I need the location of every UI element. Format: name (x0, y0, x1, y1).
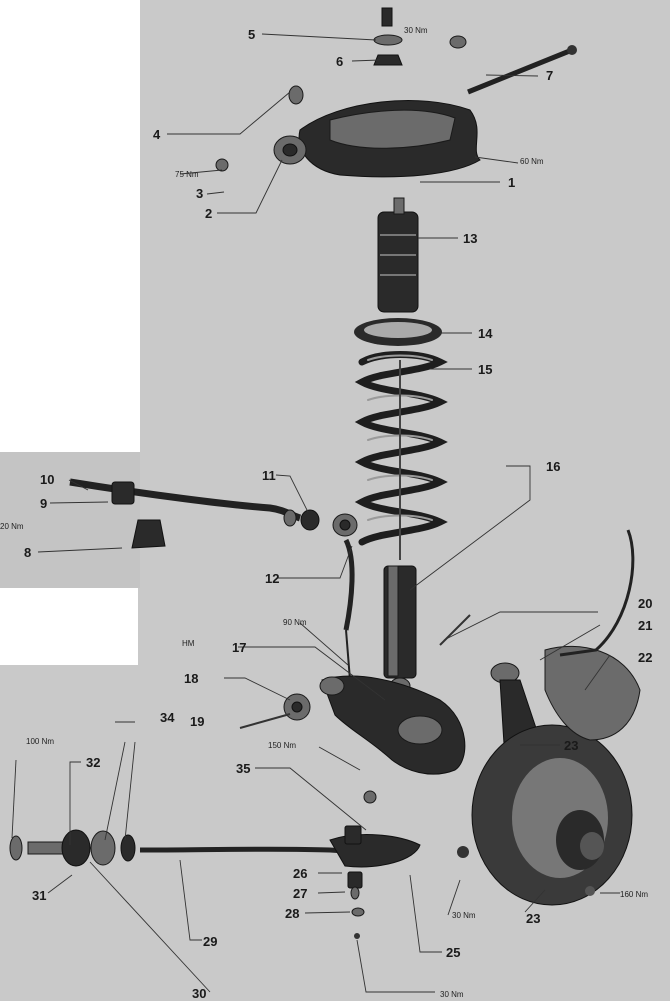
torque-label-arm: 60 Nm (520, 157, 544, 166)
spring-seat (354, 318, 442, 346)
part-label-10: 10 (40, 472, 54, 487)
part-label-14: 14 (478, 326, 493, 341)
torque-label-link: 90 Nm (283, 618, 307, 627)
part-label-33: 32 (86, 755, 100, 770)
marker-hm: HM (182, 639, 195, 648)
part-label-3: 3 (196, 186, 203, 201)
torque-label-hub: 160 Nm (620, 890, 648, 899)
part-label-25: 23 (526, 911, 540, 926)
upper-control-arm (273, 99, 481, 178)
part-label-26: 25 (446, 945, 460, 960)
anti-roll-bar (69, 478, 358, 549)
part-label-15: 15 (478, 362, 492, 377)
part-label-8: 8 (24, 545, 31, 560)
coil-spring (354, 351, 448, 560)
pivot-shaft-7 (467, 45, 577, 95)
torque-label-nut: 75 Nm (175, 170, 199, 179)
part-label-16: 16 (546, 459, 560, 474)
nut-3 (215, 158, 229, 172)
part-label-12: 12 (265, 571, 279, 586)
part-label-28: 27 (293, 886, 307, 901)
part-label-19: 19 (190, 714, 204, 729)
bump-stop (377, 197, 419, 313)
part-label-13: 13 (463, 231, 477, 246)
torque-label-joint: 30 Nm (452, 911, 476, 920)
part-label-7: 7 (546, 68, 553, 83)
part-label-5: 5 (248, 27, 255, 42)
part-label-32: 31 (32, 888, 46, 903)
part-label-20: 20 (638, 596, 652, 611)
part-label-30: 29 (203, 934, 217, 949)
washer-4 (288, 85, 304, 105)
small-parts-27-29 (344, 790, 595, 939)
part-label-27: 26 (293, 866, 307, 881)
torque-label-top: 30 Nm (404, 26, 428, 35)
torque-label-arm-bolt: 150 Nm (268, 741, 296, 750)
torque-label-bottom: 30 Nm (440, 990, 464, 999)
part-label-34: 34 (160, 710, 175, 725)
leader-lines (11, 33, 620, 993)
part-label-6: 6 (336, 54, 343, 69)
part-label-29: 28 (285, 906, 299, 921)
part-label-21: 21 (638, 618, 652, 633)
washer-5 (449, 35, 467, 49)
part-number-labels: 5 6 7 4 3 2 1 13 14 15 16 11 10 9 8 12 1… (24, 27, 652, 1001)
torque-label-rod-end: 100 Nm (26, 737, 54, 746)
part-label-17: 17 (232, 640, 246, 655)
brake-disc-hub (471, 724, 633, 906)
part-label-11: 11 (262, 468, 276, 483)
part-label-35: 35 (236, 761, 250, 776)
torque-label-bar: 20 Nm (0, 522, 24, 531)
part-label-23: 23 (564, 738, 578, 753)
part-label-31: 30 (192, 986, 206, 1001)
lower-control-arm (319, 675, 466, 775)
torque-labels: 30 Nm 60 Nm 75 Nm 20 Nm 90 Nm 150 Nm 100… (0, 26, 648, 999)
radius-rod (9, 829, 421, 868)
part-label-4: 4 (153, 127, 161, 142)
link-rod-12 (343, 538, 355, 681)
part-label-1: 1 (508, 175, 515, 190)
shock-absorber (383, 565, 417, 695)
part-label-18: 18 (184, 671, 198, 686)
brake-shield (544, 529, 641, 741)
part-label-2: 2 (205, 206, 212, 221)
bushing-18 (239, 693, 311, 729)
part-label-9: 9 (40, 496, 47, 511)
part-label-22: 22 (638, 650, 652, 665)
